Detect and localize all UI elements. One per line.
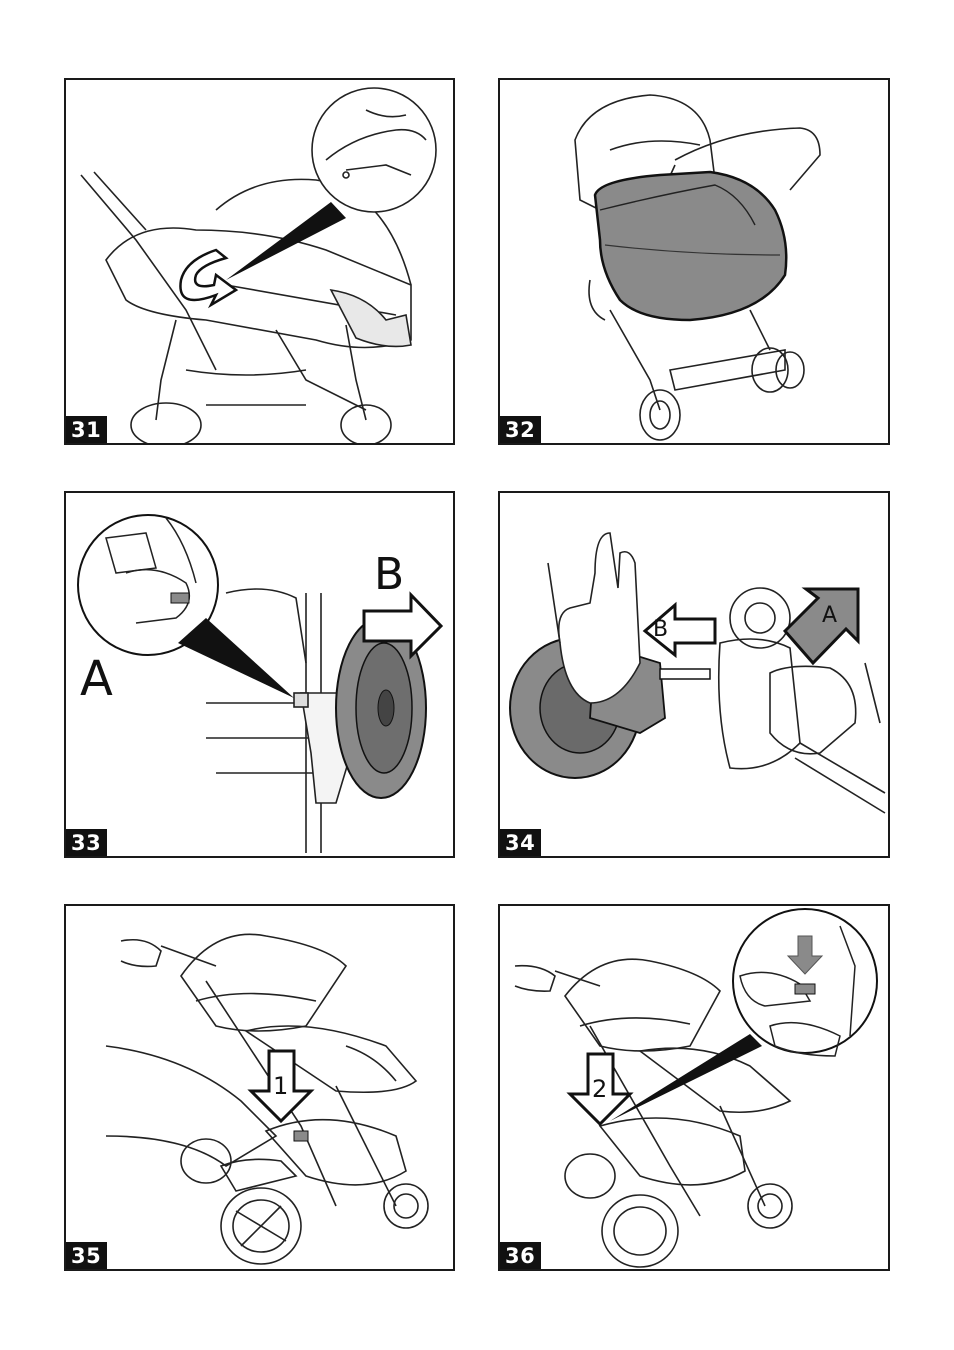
stroller-with-carrycot-rotate-icon bbox=[66, 80, 455, 445]
wheel-fit-icon bbox=[500, 493, 890, 858]
fold-step-1-icon bbox=[66, 906, 455, 1271]
figure-number-badge: 31 bbox=[66, 416, 107, 443]
label-a: A bbox=[80, 655, 113, 703]
step-number-label: 1 bbox=[273, 1074, 288, 1098]
label-b: B bbox=[374, 553, 404, 597]
figure-panel-33: A B 33 bbox=[64, 491, 455, 858]
figure-number-badge: 32 bbox=[500, 416, 541, 443]
wheel-removal-icon bbox=[66, 493, 455, 858]
figure-number-badge: 36 bbox=[500, 1242, 541, 1269]
label-a: A bbox=[822, 605, 837, 627]
figure-number-badge: 34 bbox=[500, 829, 541, 856]
stroller-with-carrycot-icon bbox=[500, 80, 890, 445]
figure-panel-36: 2 36 bbox=[498, 904, 890, 1271]
figure-number-badge: 33 bbox=[66, 829, 107, 856]
label-b: B bbox=[653, 619, 668, 641]
figure-panel-32: 32 bbox=[498, 78, 890, 445]
figure-panel-31: 31 bbox=[64, 78, 455, 445]
figure-panel-34: B A 34 bbox=[498, 491, 890, 858]
step-number-label: 2 bbox=[592, 1077, 607, 1101]
figure-number-badge: 35 bbox=[66, 1242, 107, 1269]
fold-step-2-icon bbox=[500, 906, 890, 1271]
figure-panel-35: 1 35 bbox=[64, 904, 455, 1271]
